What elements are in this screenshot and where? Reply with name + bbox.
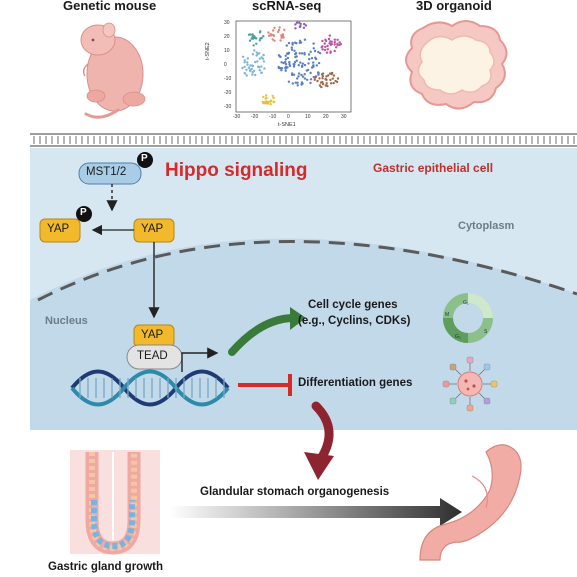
yap-phospho-icon [76, 206, 92, 222]
dna-helix [70, 369, 230, 407]
cell-cycle-arrowhead [290, 307, 306, 330]
mst12-label: MST1/2 [86, 166, 127, 178]
cell-membrane [30, 130, 577, 148]
phase-g1-label: G₁ [463, 300, 469, 306]
yap-p-label: P [80, 207, 87, 218]
tsne-xtick: 20 [323, 114, 329, 120]
differentiation-cell-types [442, 356, 498, 412]
tsne-xtick: 10 [305, 114, 311, 120]
phase-g2-label: G₂ [455, 334, 461, 340]
tead-label: TEAD [137, 350, 168, 362]
cell-cycle-genes-label: Cell cycle genes [308, 299, 398, 311]
cell-cycle-ring [443, 293, 493, 343]
nuclear-envelope [37, 240, 577, 302]
gastric-gland-label: Gastric gland growth [48, 561, 164, 573]
cell-cycle-examples-label: (e.g., Cyclins, CDKs) [298, 315, 411, 327]
mouse-illustration [80, 22, 146, 119]
organogenesis-curved-arrow [311, 401, 334, 465]
organogenesis-label: Glandular stomach organogenesis [200, 486, 390, 498]
organogenesis-progress-arrow [170, 498, 462, 526]
nucleus-label: Nucleus [45, 315, 88, 327]
differentiation-genes-label: Differentiation genes [298, 377, 413, 389]
mst-phospho-icon [137, 152, 153, 168]
cell-type-label: Gastric epithelial cell [373, 161, 494, 175]
tsne-xlabel: t-SNE1 [278, 122, 296, 128]
header-scrna-seq: scRNA-seq [252, 0, 322, 13]
tsne-ytick: 30 [224, 20, 230, 26]
nucleus-region [30, 238, 577, 430]
tsne-ytick: -20 [224, 90, 232, 96]
tsne-ytick: 20 [224, 34, 230, 40]
stomach-illustration [419, 444, 522, 561]
phase-m-label: M [445, 312, 449, 318]
yap-nuclear-label: YAP [141, 329, 164, 341]
hippo-title: Hippo signaling [165, 160, 308, 181]
mst-p-label: P [141, 153, 148, 164]
yap-phospho-label: YAP [47, 223, 70, 235]
phase-s-label: S [484, 329, 488, 335]
cytoplasm-label: Cytoplasm [458, 220, 515, 232]
tsne-xtick: -30 [233, 114, 241, 120]
tsne-xtick: -10 [269, 114, 277, 120]
tsne-ytick: 10 [224, 48, 230, 54]
tsne-xtick: -20 [251, 114, 259, 120]
tsne-xtick: 30 [341, 114, 347, 120]
yap-active-label: YAP [141, 223, 164, 235]
mst12-box [78, 162, 142, 185]
tsne-ytick: 0 [224, 62, 227, 68]
yap-phospho-box [39, 218, 81, 243]
header-genetic-mouse: Genetic mouse [63, 0, 157, 13]
tsne-ylabel: t-SNE2 [205, 42, 211, 60]
organoid-illustration [405, 20, 508, 110]
tsne-xtick: 0 [287, 114, 290, 120]
tsne-plot [235, 20, 352, 113]
tsne-ytick: -10 [224, 76, 232, 82]
cell-cycle-activation-arrow [228, 314, 298, 356]
organogenesis-arrowhead [304, 452, 334, 480]
tsne-points [241, 21, 343, 106]
header-3d-organoid: 3D organoid [416, 0, 492, 13]
gastric-gland-illustration [70, 450, 160, 555]
tsne-ytick: -30 [224, 104, 232, 110]
transcription-arrow [181, 347, 219, 372]
